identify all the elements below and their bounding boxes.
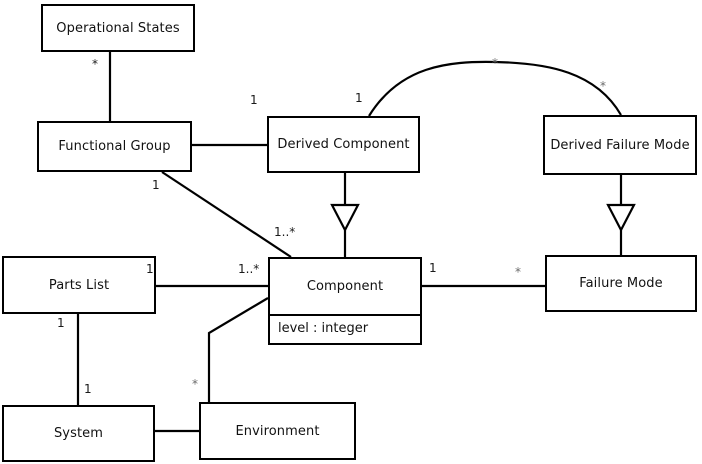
class-box-derived-failure-mode[interactable]: Derived Failure Mode (543, 115, 697, 175)
class-name-functional-group: Functional Group (58, 139, 171, 154)
class-name-derived-failure-mode: Derived Failure Mode (550, 137, 690, 153)
class-name-system: System (53, 426, 104, 441)
class-box-parts-list[interactable]: Parts List (2, 256, 156, 314)
multiplicity-arc-end-derived-failure-mode: * (600, 79, 606, 93)
multiplicity-parts-list-component-target: 1..* (238, 262, 260, 276)
multiplicity-component-failure-mode-target: * (515, 265, 521, 279)
multiplicity-parts-list-component-source: 1 (146, 262, 154, 276)
assoc-functional-group-component (161, 171, 292, 258)
class-box-failure-mode[interactable]: Failure Mode (545, 255, 697, 312)
generalization-triangle-icon-component (330, 203, 360, 233)
class-name-environment: Environment (235, 423, 320, 439)
multiplicity-operational-states: * (92, 57, 98, 71)
class-box-system[interactable]: System (2, 405, 155, 462)
multiplicity-functional-group-component-source: 1 (152, 178, 160, 192)
class-box-environment[interactable]: Environment (199, 402, 356, 460)
multiplicity-functional-group-component-target: 1..* (274, 225, 296, 239)
class-box-component[interactable]: Component level : integer (268, 257, 422, 345)
assoc-derived-component-derived-failure-mode (368, 60, 622, 117)
class-box-functional-group[interactable]: Functional Group (37, 121, 192, 172)
generalization-triangle-icon-failure-mode (606, 203, 636, 233)
multiplicity-arc-apex: * (492, 56, 498, 70)
class-name-parts-list: Parts List (48, 277, 110, 293)
class-attribute-level: level : integer (278, 321, 369, 337)
class-name-derived-component: Derived Component (277, 137, 410, 152)
assoc-component-environment (207, 297, 269, 402)
class-box-derived-component[interactable]: Derived Component (267, 116, 420, 173)
multiplicity-component-failure-mode-source: 1 (429, 261, 437, 275)
class-name-failure-mode: Failure Mode (579, 276, 663, 291)
multiplicity-parts-list-system-target: 1 (84, 382, 92, 396)
class-attributes-component: level : integer (270, 314, 420, 343)
multiplicity-derived-component-arc-start: 1 (355, 91, 363, 105)
class-box-operational-states[interactable]: Operational States (41, 4, 195, 52)
multiplicity-functional-group-derived-component: 1 (250, 93, 258, 107)
multiplicity-parts-list-system-source: 1 (57, 316, 65, 330)
class-name-operational-states: Operational States (56, 20, 180, 36)
class-name-component: Component (306, 279, 384, 294)
multiplicity-component-environment: * (192, 377, 198, 391)
